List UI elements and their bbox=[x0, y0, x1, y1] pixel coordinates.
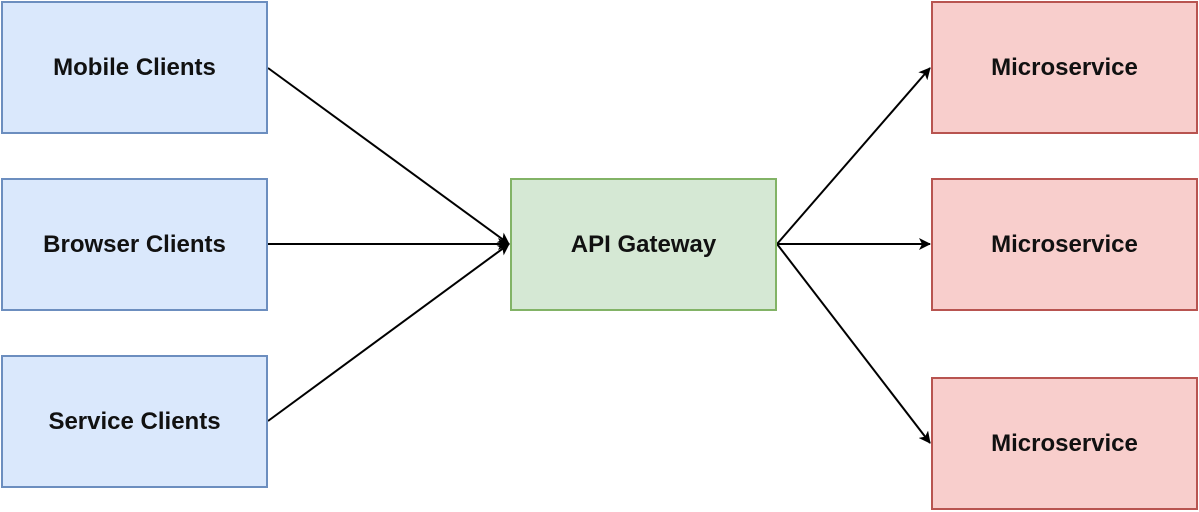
microservice-label-3: Microservice bbox=[991, 429, 1138, 457]
mobile-clients-label: Mobile Clients bbox=[53, 53, 216, 81]
browser-clients-node: Browser Clients bbox=[1, 178, 268, 311]
service-clients-node: Service Clients bbox=[1, 355, 268, 488]
api-gateway-label: API Gateway bbox=[570, 230, 717, 258]
edge-gateway-to-ms3 bbox=[776, 243, 931, 444]
microservice-node-2: Microservice bbox=[931, 178, 1198, 311]
edge-gateway-to-ms1 bbox=[776, 67, 931, 245]
api-gateway-node: API Gateway bbox=[510, 178, 777, 311]
microservice-node-3: Microservice bbox=[931, 377, 1198, 510]
service-clients-label: Service Clients bbox=[48, 407, 221, 435]
edge-service-to-gateway bbox=[267, 243, 510, 422]
edge-mobile-to-gateway bbox=[267, 67, 510, 245]
microservice-label-2: Microservice bbox=[991, 230, 1138, 258]
browser-clients-label: Browser Clients bbox=[43, 230, 226, 258]
mobile-clients-node: Mobile Clients bbox=[1, 1, 268, 134]
microservice-node-1: Microservice bbox=[931, 1, 1198, 134]
microservice-label-1: Microservice bbox=[991, 53, 1138, 81]
